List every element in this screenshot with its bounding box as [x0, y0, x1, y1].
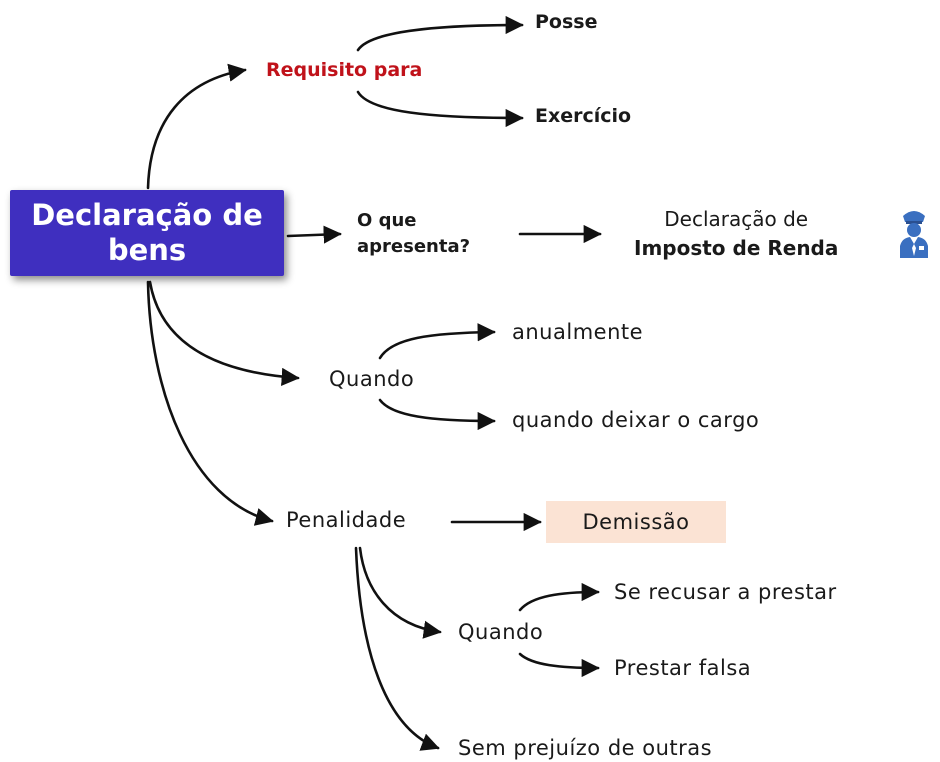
root-label-line1: Declaração de [31, 198, 263, 233]
demissao-box: Demissão [546, 501, 726, 543]
arrow-penalidade-quando [358, 546, 442, 639]
apresenta-label-line2: apresenta? [357, 236, 471, 258]
arrow-penalidade-semprejuizo [354, 546, 440, 751]
quando-deixar-label: quando deixar o cargo [512, 408, 760, 432]
arrow-quando-anualmente [378, 323, 496, 360]
arrow-root-quando [148, 280, 300, 386]
root-label-line2: bens [107, 233, 187, 267]
penalidade-label: Penalidade [286, 508, 407, 532]
exercicio-label: Exercício [535, 105, 632, 127]
arrow-subquando-recusar [518, 582, 600, 612]
arrow-quando-deixar [378, 398, 496, 431]
arrow-root-requisito [146, 63, 247, 190]
sub-quando-label: Quando [458, 620, 544, 644]
arrow-requisito-posse [356, 15, 524, 52]
se-recusar-label: Se recusar a prestar [614, 580, 837, 604]
imposto-line2: Imposto de Renda [634, 236, 839, 260]
requisito-label: Requisito para [266, 59, 423, 81]
sem-prejuizo-label: Sem prejuízo de outras [458, 736, 713, 760]
anualmente-label: anualmente [512, 320, 644, 344]
prestar-falsa-label: Prestar falsa [614, 656, 752, 680]
arrow-root-penalidade [146, 280, 274, 526]
arrow-root-apresenta [286, 225, 342, 244]
posse-label: Posse [535, 11, 598, 33]
apresenta-label-line1: O que [357, 210, 417, 231]
apresenta-label: O que apresenta? [357, 208, 470, 260]
root-node: Declaração de bens [10, 190, 284, 276]
demissao-label: Demissão [582, 509, 690, 534]
arrow-subquando-falsa [518, 652, 600, 678]
arrow-requisito-exercicio [356, 90, 524, 128]
police-officer-icon [900, 211, 928, 258]
quando-label: Quando [329, 367, 415, 391]
imposto-target: Declaração de Imposto de Renda [634, 205, 838, 263]
imposto-line1: Declaração de [664, 207, 809, 231]
